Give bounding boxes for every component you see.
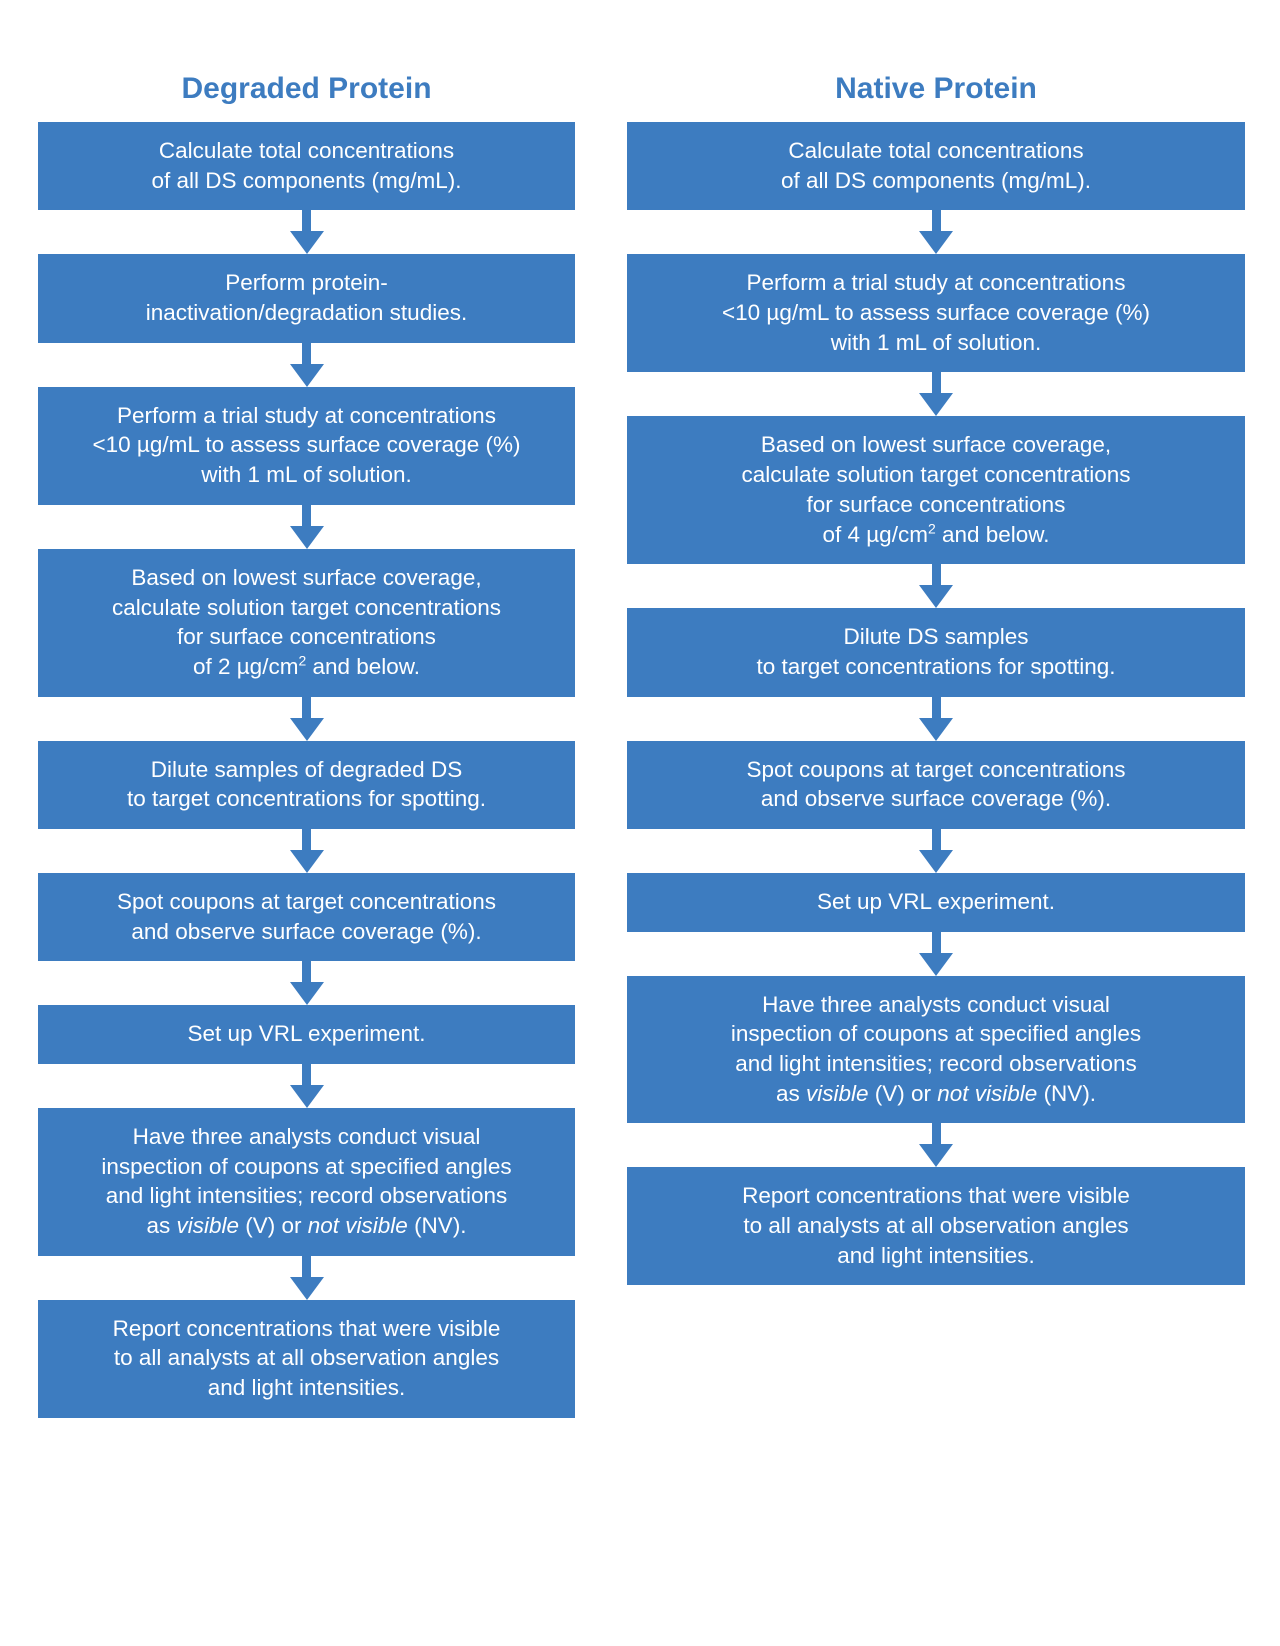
arrow-stem [302,504,311,529]
arrow-stem [931,696,941,721]
flow-step-label: Based on lowest surface coverage,calcula… [112,564,501,679]
arrow-stem [302,342,311,367]
arrow-head [919,952,953,976]
arrow-head [289,1276,324,1300]
down-arrow-icon [38,961,575,1006]
down-arrow-icon [38,828,575,873]
flow-step-calc-target-conc[interactable]: Based on lowest surface coverage,calcula… [627,416,1245,565]
down-arrow-icon [627,931,1245,976]
arrow-stem [931,828,941,853]
flow-step-trial-study[interactable]: Perform a trial study at concentrations<… [627,254,1245,373]
arrow-stem [302,210,311,235]
flow-step-setup-vrl[interactable]: Set up VRL experiment. [627,872,1245,932]
down-arrow-icon [627,210,1245,255]
arrow-head [919,231,953,255]
arrow-stem [931,210,941,235]
arrow-head [289,1085,324,1108]
arrow-head [289,849,324,873]
arrow-stem [302,696,311,721]
flowchart-container: Degraded Protein Calculate total concent… [0,0,1280,1418]
arrow-stem [931,372,941,397]
flow-step-label: Set up VRL experiment. [187,1021,426,1047]
down-arrow-icon [38,1255,575,1300]
flow-column-native-protein: Native Protein Calculate total concentra… [613,0,1280,1418]
flow-step-label: Perform protein-inactivation/degradation… [145,270,468,326]
down-arrow-icon [38,342,575,387]
arrow-stem [302,961,311,986]
arrow-head [919,585,953,609]
arrow-head [289,525,324,549]
flow-step-label: Perform a trial study at concentrations<… [92,402,521,488]
down-arrow-icon [38,210,575,255]
flow-step-protein-inactivation[interactable]: Perform protein-inactivation/degradation… [38,254,575,343]
column-title-degraded-protein: Degraded Protein [181,72,432,105]
flow-step-label: Based on lowest surface coverage,calcula… [741,432,1131,547]
arrow-stem [931,931,941,956]
down-arrow-icon [627,372,1245,417]
down-arrow-icon [627,696,1245,741]
arrow-stem [931,1123,941,1148]
arrow-head [289,717,324,741]
arrow-head [919,717,953,741]
arrow-stem [302,828,311,853]
flow-step-trial-study[interactable]: Perform a trial study at concentrations<… [38,386,575,505]
flow-column-degraded-protein: Degraded Protein Calculate total concent… [0,0,613,1418]
arrow-stem [302,1064,311,1088]
arrow-head [919,1144,953,1168]
flow-step-label: Perform a trial study at concentrations<… [722,270,1150,355]
flow-step-label: Set up VRL experiment. [816,888,1056,914]
flow-step-setup-vrl[interactable]: Set up VRL experiment. [38,1005,575,1064]
arrow-head [919,393,953,417]
flow-step-calc-target-conc[interactable]: Based on lowest surface coverage,calcula… [38,548,575,697]
arrow-stem [302,1255,311,1280]
arrow-head [289,982,324,1006]
arrow-stem [931,564,941,589]
down-arrow-icon [38,504,575,549]
down-arrow-icon [38,696,575,741]
column-title-native-protein: Native Protein [835,72,1037,105]
down-arrow-icon [38,1064,575,1108]
down-arrow-icon [627,1123,1245,1168]
down-arrow-icon [627,828,1245,873]
arrow-head [289,231,324,255]
arrow-head [919,849,953,873]
down-arrow-icon [627,564,1245,609]
arrow-head [289,363,324,387]
